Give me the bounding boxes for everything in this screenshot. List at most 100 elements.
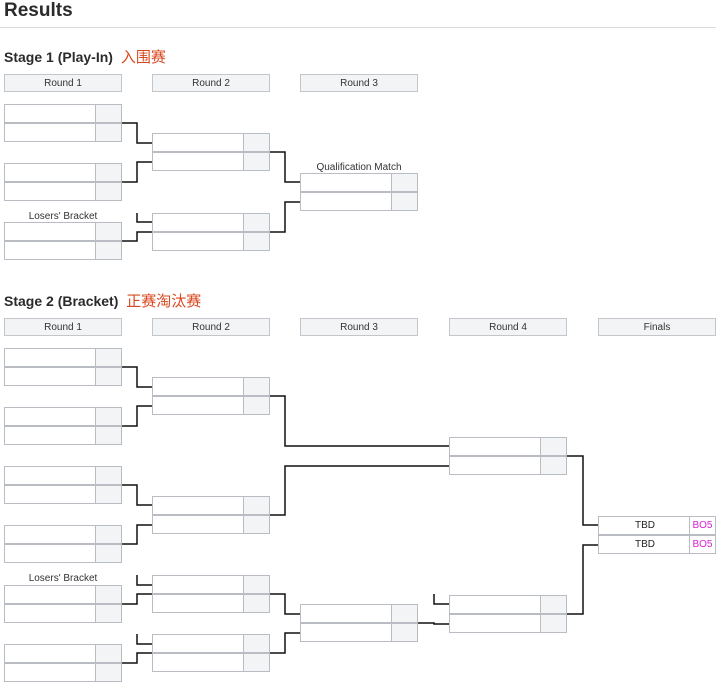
connector-line — [433, 594, 449, 605]
connector-line — [270, 632, 300, 654]
score-cell — [95, 242, 121, 259]
score-cell — [243, 497, 269, 514]
team-slot[interactable] — [152, 133, 270, 152]
score-cell — [243, 153, 269, 170]
connector-line — [122, 231, 152, 242]
score-cell — [95, 526, 121, 543]
team-slot[interactable] — [152, 232, 270, 251]
connector-line — [122, 652, 152, 664]
score-cell — [95, 467, 121, 484]
team-slot[interactable] — [4, 348, 122, 367]
team-slot[interactable] — [300, 173, 418, 192]
connector-line — [567, 455, 598, 526]
stage2-round3-header[interactable]: Round 3 — [300, 318, 418, 336]
team-slot[interactable] — [152, 594, 270, 613]
team-slot[interactable] — [300, 192, 418, 211]
score-cell — [95, 408, 121, 425]
score-cell — [243, 214, 269, 231]
page-title: Results — [4, 0, 73, 21]
stage2-round2-header[interactable]: Round 2 — [152, 318, 270, 336]
stage1-title: Stage 1 (Play-In) 入围赛 — [4, 46, 166, 67]
team-slot[interactable] — [152, 653, 270, 672]
score-cell — [243, 134, 269, 151]
team-slot[interactable] — [152, 496, 270, 515]
team-slot[interactable] — [152, 515, 270, 534]
team-slot[interactable] — [152, 396, 270, 415]
stage1-round1-header[interactable]: Round 1 — [4, 74, 122, 92]
team-slot[interactable] — [152, 634, 270, 653]
score-cell — [95, 223, 121, 240]
stage2-round1-header[interactable]: Round 1 — [4, 318, 122, 336]
stage1-losers-bracket-label: Losers' Bracket — [28, 211, 98, 222]
connector-line — [122, 366, 152, 388]
stage2-round4-header[interactable]: Round 4 — [449, 318, 567, 336]
qualification-match-label: Qualification Match — [316, 162, 402, 173]
finals-team1-name: TBD — [635, 520, 655, 531]
team-slot[interactable] — [4, 525, 122, 544]
stage2-title-cn: 正赛淘汰赛 — [126, 293, 202, 310]
team-slot[interactable] — [152, 575, 270, 594]
connector-line — [418, 622, 449, 625]
stage1-round2-header[interactable]: Round 2 — [152, 74, 270, 92]
score-cell — [391, 174, 417, 191]
team-slot[interactable] — [152, 377, 270, 396]
team-slot[interactable] — [4, 163, 122, 182]
team-slot[interactable] — [152, 213, 270, 232]
team-slot[interactable] — [4, 644, 122, 663]
score-cell — [391, 624, 417, 641]
team-slot[interactable] — [449, 437, 567, 456]
score-cell — [243, 595, 269, 612]
team-slot[interactable] — [4, 182, 122, 201]
finals-team-slot-2[interactable]: TBD BO5 — [598, 535, 716, 554]
score-cell — [95, 427, 121, 444]
team-slot[interactable] — [4, 241, 122, 260]
team-slot[interactable] — [152, 152, 270, 171]
team-slot[interactable] — [4, 407, 122, 426]
team-slot[interactable] — [449, 614, 567, 633]
score-cell — [540, 457, 566, 474]
team-slot[interactable] — [4, 123, 122, 142]
team-slot[interactable] — [4, 367, 122, 386]
finals-team2-format: BO5 — [689, 536, 715, 553]
connector-line — [270, 151, 300, 183]
score-cell — [540, 596, 566, 613]
score-cell — [95, 486, 121, 503]
score-cell — [243, 654, 269, 671]
connector-line — [270, 593, 300, 615]
team-slot[interactable] — [300, 604, 418, 623]
score-cell — [95, 183, 121, 200]
connector-line — [567, 544, 598, 615]
connector-line — [122, 405, 152, 427]
team-slot[interactable] — [449, 595, 567, 614]
connector-line — [122, 524, 152, 545]
team-slot[interactable] — [4, 222, 122, 241]
score-cell — [95, 124, 121, 141]
team-slot[interactable] — [449, 456, 567, 475]
connector-line — [122, 484, 152, 506]
score-cell — [391, 193, 417, 210]
connector-line — [122, 122, 152, 144]
stage1-round3-header[interactable]: Round 3 — [300, 74, 418, 92]
stage2-finals-header[interactable]: Finals — [598, 318, 716, 336]
score-cell — [95, 368, 121, 385]
score-cell — [243, 635, 269, 652]
team-slot[interactable] — [4, 466, 122, 485]
team-slot[interactable] — [4, 485, 122, 504]
finals-team-slot-1[interactable]: TBD BO5 — [598, 516, 716, 535]
team-slot[interactable] — [4, 585, 122, 604]
title-divider — [0, 27, 716, 28]
connector-line — [270, 465, 449, 516]
score-cell — [95, 664, 121, 681]
team-slot[interactable] — [300, 623, 418, 642]
team-slot[interactable] — [4, 663, 122, 682]
score-cell — [540, 615, 566, 632]
team-slot[interactable] — [4, 604, 122, 623]
team-slot[interactable] — [4, 104, 122, 123]
score-cell — [95, 645, 121, 662]
score-cell — [243, 516, 269, 533]
team-slot[interactable] — [4, 544, 122, 563]
stage2-title: Stage 2 (Bracket) 正赛淘汰赛 — [4, 290, 201, 311]
team-slot[interactable] — [4, 426, 122, 445]
connector-line — [136, 213, 152, 223]
